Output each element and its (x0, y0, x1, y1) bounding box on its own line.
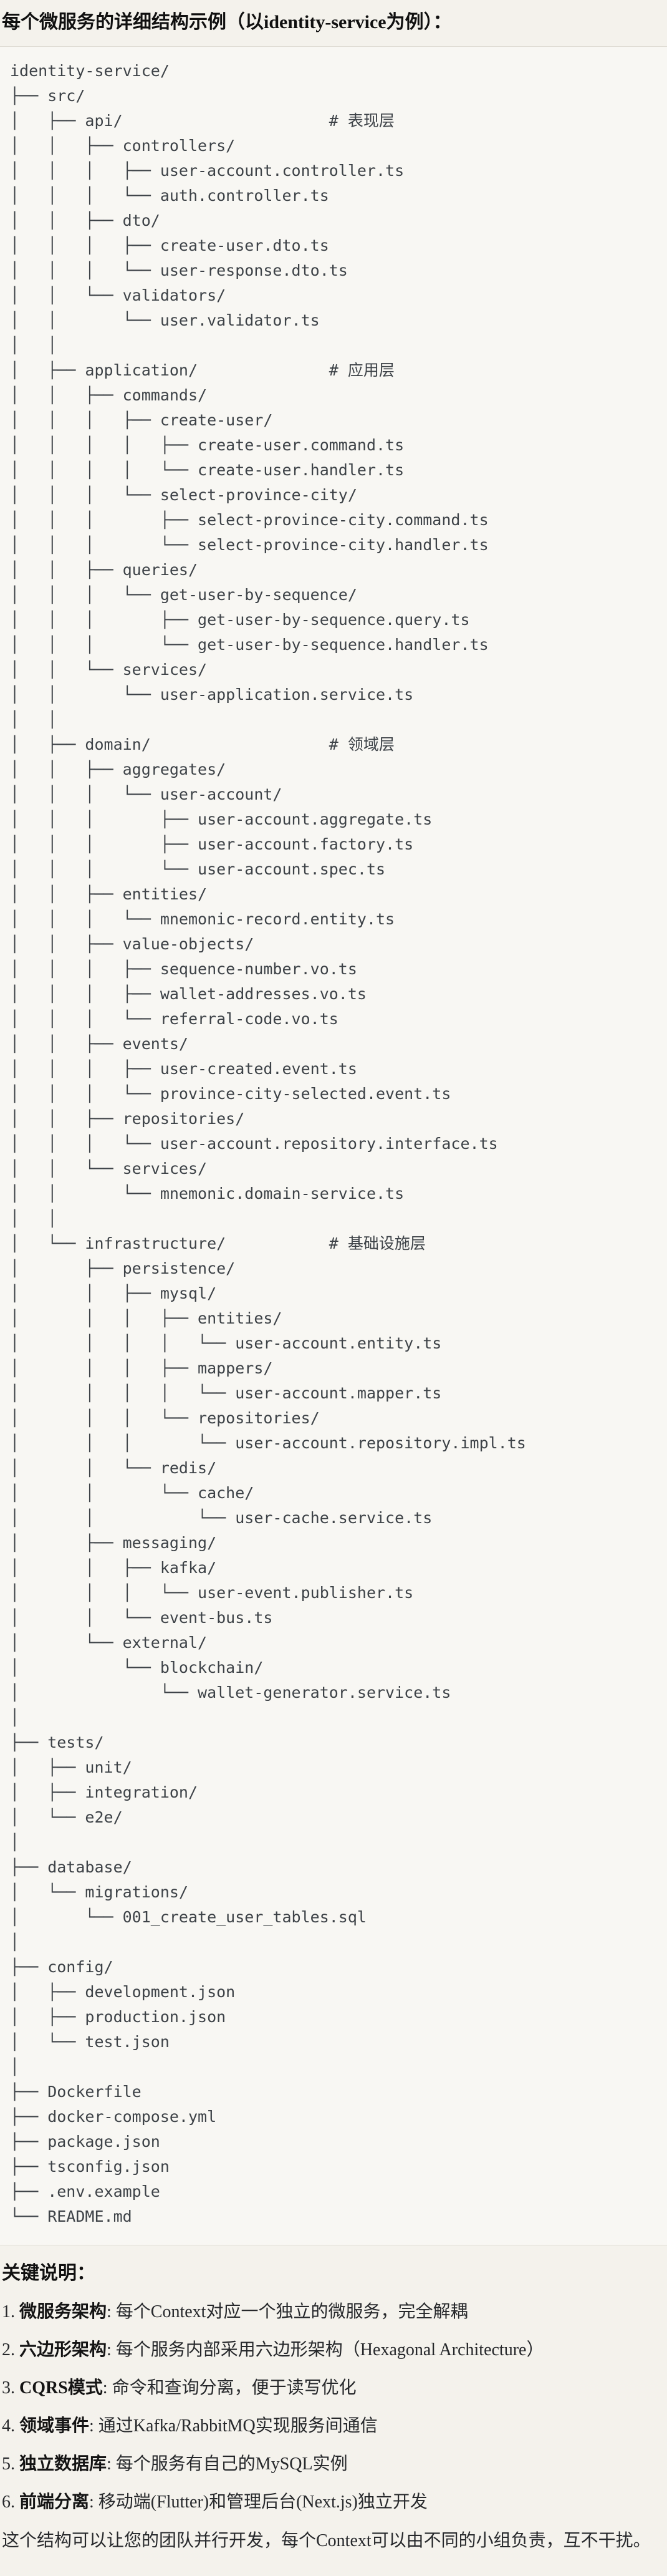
note-number: 1. (2, 2302, 15, 2322)
notes-list: 1.微服务架构: 每个Context对应一个独立的微服务，完全解耦 2.六边形架… (2, 2300, 657, 2514)
note-text: 每个Context对应一个独立的微服务，完全解耦 (115, 2302, 468, 2322)
note-number: 4. (2, 2416, 15, 2436)
note-label: 领域事件 (19, 2416, 90, 2436)
note-text: 命令和查询分离，便于读写优化 (112, 2378, 357, 2398)
note-label: 微服务架构 (19, 2302, 107, 2322)
tree-code-block: identity-service/ ├── src/ │ ├── api/ # … (0, 46, 667, 2245)
note-label: 六边形架构 (19, 2340, 107, 2360)
note-item: 1.微服务架构: 每个Context对应一个独立的微服务，完全解耦 (2, 2300, 657, 2324)
note-item: 3.CQRS模式: 命令和查询分离，便于读写优化 (2, 2376, 657, 2400)
note-separator: : (107, 2454, 116, 2474)
note-item: 6.前端分离: 移动端(Flutter)和管理后台(Next.js)独立开发 (2, 2491, 657, 2514)
note-text: 移动端(Flutter)和管理后台(Next.js)独立开发 (98, 2492, 428, 2512)
note-separator: : (89, 2492, 98, 2512)
notes-heading: 关键说明： (2, 2263, 95, 2283)
note-separator: : (102, 2378, 112, 2398)
note-label: CQRS模式 (19, 2378, 103, 2398)
note-number: 2. (2, 2340, 15, 2360)
note-item: 4.领域事件: 通过Kafka/RabbitMQ实现服务间通信 (2, 2414, 657, 2438)
page-title: 每个微服务的详细结构示例（以identity-service为例）： (2, 12, 452, 32)
note-item: 5.独立数据库: 每个服务有自己的MySQL实例 (2, 2453, 657, 2476)
note-separator: : (107, 2302, 116, 2322)
note-text: 每个服务有自己的MySQL实例 (115, 2454, 348, 2474)
note-label: 独立数据库 (19, 2454, 107, 2474)
note-number: 3. (2, 2378, 15, 2398)
note-separator: : (89, 2416, 98, 2436)
note-number: 6. (2, 2492, 15, 2512)
note-item: 2.六边形架构: 每个服务内部采用六边形架构（Hexagonal Archite… (2, 2338, 657, 2362)
notes-section: 关键说明： 1.微服务架构: 每个Context对应一个独立的微服务，完全解耦 … (0, 2260, 667, 2553)
directory-tree: identity-service/ ├── src/ │ ├── api/ # … (10, 62, 526, 2225)
notes-footer: 这个结构可以让您的团队并行开发，每个Context可以由不同的小组负责，互不干扰… (2, 2531, 651, 2550)
note-separator: : (107, 2340, 116, 2360)
note-text: 通过Kafka/RabbitMQ实现服务间通信 (98, 2416, 378, 2436)
note-text: 每个服务内部采用六边形架构（Hexagonal Architecture） (115, 2340, 544, 2360)
note-label: 前端分离 (19, 2492, 90, 2512)
note-number: 5. (2, 2454, 15, 2474)
